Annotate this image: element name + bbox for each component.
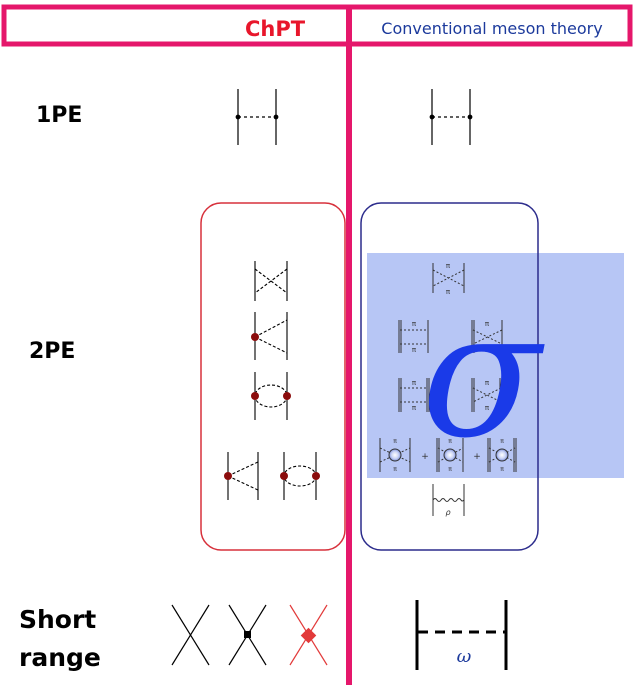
chpt-1pe-diagram <box>235 89 279 145</box>
pi-label: π <box>446 262 451 270</box>
pi-label: π <box>485 346 490 354</box>
pi-label: π <box>485 379 490 387</box>
pi-label: π <box>412 379 417 387</box>
meson-double-delta-box-diagram <box>398 378 430 412</box>
pi-label: π <box>412 320 417 328</box>
meson-2pe-box <box>360 202 539 551</box>
meson-1pe-diagram <box>429 89 473 145</box>
row-label-2pe: 2PE <box>29 339 76 364</box>
plus-sign: + <box>473 452 481 462</box>
pi-label: π <box>500 466 504 473</box>
header-chpt: ChPT <box>244 17 306 41</box>
contact-n3lo-diagram <box>289 604 328 666</box>
pi-label: π <box>485 404 490 412</box>
chpt-crossed-box-diagram <box>254 261 288 301</box>
pi-label: π <box>448 438 452 445</box>
chpt-nlo-football-diagram <box>280 452 320 500</box>
meson-crossed-box-diagram <box>432 263 465 293</box>
pi-label: π <box>412 346 417 354</box>
pi-label: π <box>448 466 452 473</box>
pi-label: π <box>446 288 451 296</box>
meson-rho-exchange-diagram <box>432 484 465 516</box>
rho-label: ρ <box>445 508 450 517</box>
pi-label: π <box>412 404 417 412</box>
sigma-symbol: σ <box>421 274 545 477</box>
omega-label: ω <box>457 646 472 667</box>
meson-crossed-delta-diagram <box>471 320 503 353</box>
meson-double-delta-crossed-diagram <box>471 378 503 412</box>
omega-exchange-diagram <box>415 600 508 670</box>
pi-label: π <box>500 438 504 445</box>
meson-correlated-2pi-diagram-1 <box>379 438 411 472</box>
plus-sign: + <box>421 452 429 462</box>
contact-lo-diagram <box>171 604 210 666</box>
header-conventional-meson-theory: Conventional meson theory <box>381 19 603 38</box>
column-divider <box>346 7 352 685</box>
pi-label: π <box>485 320 490 328</box>
short-range-line2: range <box>19 643 101 672</box>
row-label-1pe: 1PE <box>36 103 83 128</box>
row-label-short-range: Short range <box>19 601 101 677</box>
pi-label: π <box>393 438 397 445</box>
header-frame <box>1 4 633 47</box>
contact-nlo-diagram <box>228 604 267 666</box>
chpt-football-diagram <box>251 372 291 420</box>
meson-box-delta-diagram <box>398 320 429 353</box>
pi-label: π <box>393 466 397 473</box>
chpt-2pe-box <box>200 202 346 551</box>
short-range-line1: Short <box>19 605 97 634</box>
meson-correlated-2pi-diagram-3 <box>487 438 517 472</box>
chpt-nlo-triangle-diagram <box>224 452 259 500</box>
chpt-triangle-diagram <box>251 312 288 360</box>
meson-correlated-2pi-diagram-2 <box>436 438 464 472</box>
